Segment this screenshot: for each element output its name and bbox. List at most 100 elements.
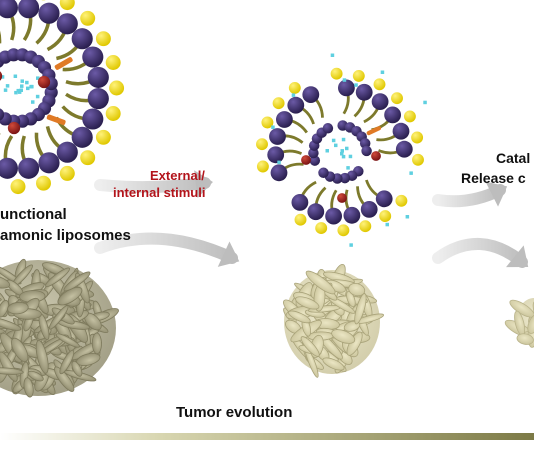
drug-molecule [36, 76, 40, 80]
lipid-head [38, 152, 60, 174]
lipid-head [371, 93, 389, 110]
tumor-cell [354, 293, 367, 325]
peg-bead [256, 138, 268, 151]
tumor-cell [0, 274, 11, 289]
lipid-head [360, 201, 378, 218]
drug-molecule [25, 80, 29, 85]
peg-bead [315, 222, 328, 235]
inner-lipid-head [339, 172, 351, 184]
released-drug [354, 83, 358, 87]
peg-bead [352, 69, 365, 82]
right-label-line-1: Catal [496, 150, 531, 166]
peg-bead [272, 97, 285, 110]
arrow-left-upper-head [194, 170, 213, 199]
tumor-cell [11, 337, 29, 362]
tumor-cell [54, 366, 75, 392]
catalase-core [0, 71, 3, 81]
lipid-head [375, 190, 393, 208]
lipid-head [392, 122, 410, 140]
stimuli-label-line-1: External/ [150, 168, 205, 183]
right-label-line-2: Release c [461, 170, 526, 186]
drug-molecule [16, 88, 20, 93]
tumor-cell [27, 370, 44, 382]
lipid-head [287, 96, 305, 114]
peg-bead [10, 179, 26, 195]
peg-bead [412, 153, 424, 166]
tumor-evolution-bar [0, 433, 534, 440]
stimuli-label-line-2: internal stimuli [113, 185, 206, 200]
tumor-cell [48, 305, 69, 330]
drug-molecule [20, 84, 24, 88]
drug-molecule [345, 146, 349, 151]
arrow-left-lower-head [217, 241, 240, 267]
lipid-head [355, 83, 373, 101]
lipid-head [87, 88, 109, 110]
tumor-cell [0, 317, 22, 331]
lipid-head [71, 126, 93, 148]
peg-bead [109, 80, 125, 96]
tumor-cell [322, 357, 345, 371]
peg-bead [105, 55, 121, 70]
liposome-caption-line-1: unctional [0, 206, 67, 223]
tumor-large [0, 258, 119, 398]
lipid-head [56, 141, 78, 163]
peg-bead [59, 0, 75, 11]
lipid-head [307, 203, 325, 221]
payload-rod [54, 57, 73, 70]
catalase-core [37, 75, 51, 89]
arrow-left-lower [94, 232, 238, 264]
peg-bead [379, 210, 392, 223]
tumor-cell [331, 329, 356, 344]
tumor-cell [91, 332, 102, 355]
process-arrows [94, 170, 529, 268]
catalase-core [7, 121, 21, 135]
drug-molecule [325, 149, 329, 153]
drug-molecule [30, 84, 34, 89]
lipid-head [302, 86, 320, 103]
lipid-head [71, 28, 93, 50]
peg-bead [261, 116, 274, 129]
catalase-core [301, 155, 311, 165]
released-drug [277, 160, 281, 165]
peg-bead [411, 131, 424, 144]
lipid-head [395, 140, 413, 158]
drug-molecule [331, 138, 336, 143]
released-drug [342, 78, 347, 82]
drug-molecule [5, 84, 10, 88]
tumor-cell [7, 301, 29, 315]
inner-lipid-head [361, 145, 372, 157]
peg-bead [294, 213, 307, 226]
tumor-cell [305, 270, 336, 295]
payload-rod [366, 126, 382, 136]
tumor-small [504, 298, 534, 348]
tumor-cell [516, 333, 534, 345]
lipid-head [0, 0, 18, 19]
inner-lipid-head [0, 108, 5, 121]
peg-bead [36, 175, 51, 191]
tumor-evolution-label: Tumor evolution [176, 404, 293, 421]
lipid-head [0, 157, 18, 179]
lipid-head [270, 164, 288, 182]
peg-bead [95, 129, 111, 145]
peg-bead [80, 10, 96, 26]
lipid-head [56, 13, 78, 35]
lipid-head [343, 206, 361, 224]
payload-rod [46, 114, 66, 126]
lipid-head [325, 207, 342, 225]
lipid-head [276, 111, 293, 128]
drug-molecule [19, 88, 23, 92]
tumor-cell [0, 299, 9, 318]
released-drug [349, 243, 353, 247]
tumor-cell [0, 367, 24, 375]
peg-bead [288, 81, 301, 94]
drug-molecule [0, 75, 5, 79]
drug-molecule [13, 74, 18, 78]
tumor-masses [0, 258, 534, 398]
peg-bead [337, 224, 350, 237]
drug-molecule [26, 86, 30, 91]
peg-bead [105, 106, 121, 121]
tumor-cell [55, 333, 80, 348]
drug-molecule [340, 149, 344, 153]
lipid-head [82, 108, 104, 130]
released-drug [405, 215, 410, 219]
